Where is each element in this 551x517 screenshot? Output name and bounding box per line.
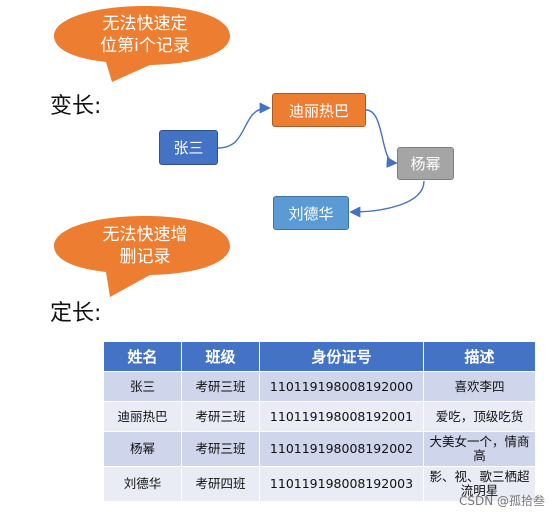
cell-id-number: 110119198008192003 [259,466,424,502]
node-yangmi: 杨幂 [397,147,454,180]
cell-id-number: 110119198008192000 [259,371,424,402]
variable-length-heading: 变长: [50,94,102,119]
cell-class: 考研三班 [181,401,260,432]
callout-line: 删记录 [119,247,171,267]
node-dilireba: 迪丽热巴 [272,93,366,127]
cell-name: 迪丽热巴 [103,401,182,432]
connector-zhangsan-to-dilireba [217,102,271,149]
cell-description: 影、视、歌三栖超流明星 [423,466,536,502]
cell-description: 大美女一个，情商高 [423,431,536,467]
callout-line: 无法快速增 [102,225,188,245]
column-header-description: 描述 [423,341,536,372]
cell-name: 刘德华 [103,466,182,502]
cell-class: 考研三班 [181,371,260,402]
table-header-row: 姓名 班级 身份证号 描述 [103,341,536,372]
connector-yangmi-to-liudehua [349,180,425,218]
table-row: 刘德华 考研四班 110119198008192003 影、视、歌三栖超流明星 [103,466,536,502]
cell-description: 喜欢李四 [423,371,536,402]
node-zhangsan: 张三 [159,130,218,165]
table-row: 杨幂 考研三班 110119198008192002 大美女一个，情商高 [103,431,536,467]
connector-dilireba-to-yangmi [365,109,398,168]
fixed-length-heading: 定长: [50,301,102,326]
cell-name: 张三 [103,371,182,402]
cell-id-number: 110119198008192002 [259,431,424,467]
column-header-name: 姓名 [103,341,182,372]
records-table: 姓名 班级 身份证号 描述 张三 考研三班 110119198008192000… [103,341,536,502]
cell-class: 考研四班 [181,466,260,502]
watermark: CSDN @孤拾叁 [458,494,545,508]
cell-description: 爱吃，顶级吃货 [423,401,536,432]
table-row: 张三 考研三班 110119198008192000 喜欢李四 [103,371,536,402]
cell-class: 考研三班 [181,431,260,467]
column-header-id-number: 身份证号 [259,341,424,372]
table-row: 迪丽热巴 考研三班 110119198008192001 爱吃，顶级吃货 [103,401,536,432]
callout-line: 位第i个记录 [100,36,190,56]
column-header-class: 班级 [181,341,260,372]
callout-line: 无法快速定 [102,14,188,34]
node-liudehua: 刘德华 [273,196,349,230]
cell-id-number: 110119198008192001 [259,401,424,432]
callout-cannot-insert-delete: 无法快速增 删记录 [70,223,220,269]
callout-cannot-locate: 无法快速定 位第i个记录 [70,12,220,58]
cell-name: 杨幂 [103,431,182,467]
